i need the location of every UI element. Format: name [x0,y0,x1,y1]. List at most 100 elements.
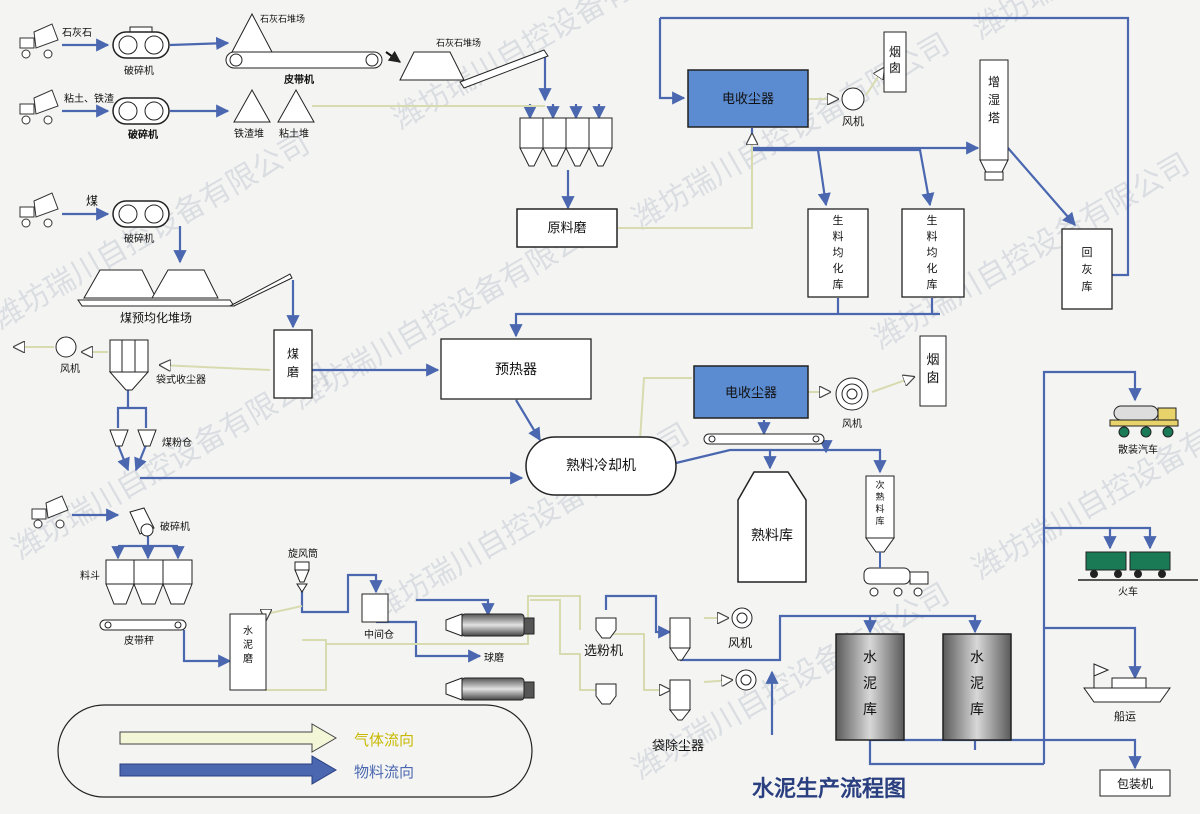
ball-mill-2 [445,677,535,701]
legend-gas-label: 气体流向 [354,731,414,749]
ship [1083,663,1171,703]
separator-1 [595,617,617,639]
clinker-silo [737,471,807,583]
bag-filter-1 [669,617,691,661]
clay-crusher [112,97,170,125]
belt-conveyor [225,51,383,69]
iron-slag-pile-label: 铁渣堆 [234,127,264,140]
coal-mill-label: 煤磨 [287,347,299,379]
ash-return-label: 回灰库 [1082,246,1093,293]
coal-bin-2 [137,429,157,447]
ship-label: 船运 [1114,709,1136,723]
gas-flow-lines [14,68,914,690]
intermediate-bin [361,593,389,623]
train [1078,551,1198,581]
preheater-label: 预热器 [495,362,537,378]
diagram-title: 水泥生产流程图 [752,776,906,802]
homog-silo-2 [901,208,965,298]
cement-silo-2-label: 水泥库 [970,650,984,718]
esp-mid [693,365,809,419]
limestone-pile-small-label: 石灰石堆场 [436,37,481,49]
cyclone-label: 旋风筒 [288,547,318,560]
coal-mill [273,329,313,399]
humidifier-label: 增湿塔 [988,75,1000,125]
crusher-label: 破碎机 [128,128,158,141]
chimney-mid-label: 烟囱 [926,353,939,386]
homog-silo-2-label: 生料均化库 [927,213,938,291]
limestone-truck [19,23,59,59]
clay-iron-label: 粘土、铁渣 [64,92,114,105]
belt-conveyor-label: 皮带机 [283,73,314,86]
limestone-label: 石灰石 [62,26,92,39]
clinker-silo-label: 熟料库 [751,528,793,544]
clinker-truck [863,552,929,597]
clinker-cooler-label: 熟料冷却机 [566,458,636,474]
hammer-crusher [129,507,155,537]
homog-silo-1-label: 生料均化库 [833,213,844,291]
raw-mill-box [516,208,618,248]
cement-silo-1-label: 水泥库 [863,650,877,718]
legend-material-swatch [119,755,337,785]
clay-truck [19,89,59,125]
esp-top [687,69,809,128]
belt-scale [99,619,187,631]
separator-2 [595,683,617,705]
fan-mid [835,377,869,411]
cement-silo-2 [942,633,1012,741]
material-flow-lines [62,16,1157,770]
clay-pile-label: 粘土堆 [279,127,309,140]
crusher-label: 破碎机 [124,64,154,77]
bag-collector-label: 袋式收尘器 [156,373,206,386]
watermark-text: 潍坊瑞川自控设备有限公司 [967,0,1200,47]
fan-left-label: 风机 [60,362,80,375]
ball-mill-label: 球磨 [484,651,504,664]
iron-slag-pile [233,88,271,123]
packer-label: 包装机 [1117,777,1153,791]
clinker-cooler [525,436,677,496]
fan-bottom-2 [735,669,757,691]
coal-homog-yard [77,269,293,307]
bulk-truck [1109,405,1179,438]
crusher-label: 破碎机 [124,232,154,245]
coal-bin-label: 煤粉仓 [162,436,192,449]
coal-label: 煤 [86,194,98,208]
hopper-label: 料斗 [80,569,100,582]
intermediate-bin-label: 中间仓 [364,628,394,641]
separator-label: 选粉机 [584,644,623,659]
bag-filter-2 [668,679,692,721]
esp-mid-label: 电收尘器 [725,386,777,401]
fan-bottom-label: 风机 [728,636,752,650]
bag-filter-label: 袋除尘器 [652,739,704,754]
bulk-truck-label: 散装汽车 [1118,443,1158,456]
cyclone [294,561,310,593]
homog-silo-1 [807,208,869,298]
cement-silo-1 [835,633,905,741]
train-label: 火车 [1118,585,1138,598]
secondary-clinker-silo [865,475,895,553]
fan-mid-label: 风机 [842,417,862,430]
limestone-crusher [112,26,170,59]
coal-crusher [112,200,170,228]
coal-homog-yard-label: 煤预均化堆场 [120,311,192,325]
secondary-clinker-label: 次熟料库 [875,479,884,527]
chimney-top [883,31,907,93]
coal-bin-1 [109,429,129,447]
ball-mill-1 [445,613,535,637]
packer-box [1099,769,1171,797]
raw-material-hoppers [519,117,613,167]
legend: 气体流向 物料流向 [57,704,533,798]
limestone-pile-label: 石灰石堆场 [260,13,305,25]
legend-material-label: 物料流向 [354,763,414,781]
bottom-truck [31,495,69,529]
coal-truck [19,192,59,228]
inclined-belt [459,49,549,89]
chimney-top-label: 烟囱 [889,45,901,75]
cement-mill [229,613,267,691]
humidifier-tower [979,59,1009,181]
belt-scale-label: 皮带秤 [124,634,154,647]
fan-top-label: 风机 [842,114,864,128]
limestone-stockpile-small [399,51,465,81]
chimney-mid [919,335,947,407]
